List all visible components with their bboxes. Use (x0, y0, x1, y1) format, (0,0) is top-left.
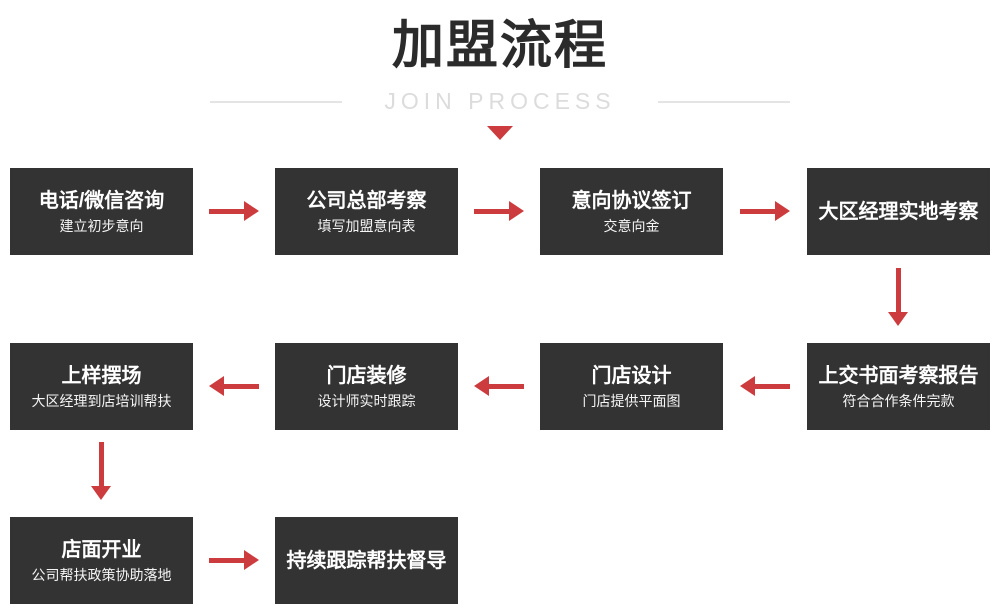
divider-line-right (657, 100, 790, 103)
arrow-right-icon (740, 201, 790, 221)
flow-step-5: 上交书面考察报告 符合合作条件完款 (807, 343, 990, 430)
flow-step-7: 门店装修 设计师实时跟踪 (275, 343, 458, 430)
step-title: 电话/微信咨询 (38, 189, 165, 212)
triangle-down-icon (487, 126, 513, 140)
arrow-right-icon (209, 201, 259, 221)
flow-step-10: 持续跟踪帮扶督导 (275, 517, 458, 604)
arrow-right-icon (474, 201, 524, 221)
step-title: 店面开业 (61, 538, 142, 561)
step-subtitle: 门店提供平面图 (582, 392, 681, 409)
flow-step-1: 电话/微信咨询 建立初步意向 (10, 168, 193, 255)
flow-step-8: 上样摆场 大区经理到店培训帮扶 (10, 343, 193, 430)
arrow-right-icon (209, 550, 259, 570)
page-title: 加盟流程 (391, 17, 608, 75)
flow-step-3: 意向协议签订 交意向金 (540, 168, 723, 255)
step-title: 门店设计 (591, 364, 672, 387)
step-title: 上交书面考察报告 (818, 364, 979, 387)
flow-step-9: 店面开业 公司帮扶政策协助落地 (10, 517, 193, 604)
step-title: 上样摆场 (61, 364, 142, 387)
step-subtitle: 交意向金 (603, 217, 660, 234)
flow-step-6: 门店设计 门店提供平面图 (540, 343, 723, 430)
step-subtitle: 设计师实时跟踪 (317, 392, 416, 409)
step-title: 大区经理实地考察 (818, 200, 979, 223)
step-title: 公司总部考察 (306, 189, 427, 212)
subtitle-row: JOIN PROCESS (0, 90, 1000, 113)
step-subtitle: 填写加盟意向表 (317, 217, 416, 234)
step-title: 意向协议签订 (571, 189, 692, 212)
step-title: 门店装修 (326, 364, 407, 387)
flow-step-2: 公司总部考察 填写加盟意向表 (275, 168, 458, 255)
arrow-left-icon (474, 376, 524, 396)
arrow-left-icon (740, 376, 790, 396)
step-title: 持续跟踪帮扶督导 (286, 549, 447, 572)
flow-step-4: 大区经理实地考察 (807, 168, 990, 255)
arrow-down-icon (91, 442, 111, 500)
page-subtitle: JOIN PROCESS (384, 88, 616, 114)
step-subtitle: 公司帮扶政策协助落地 (31, 566, 172, 583)
divider-line-left (210, 100, 343, 103)
step-subtitle: 大区经理到店培训帮扶 (31, 392, 172, 409)
step-subtitle: 符合合作条件完款 (842, 392, 955, 409)
arrow-left-icon (209, 376, 259, 396)
step-subtitle: 建立初步意向 (59, 217, 144, 234)
arrow-down-icon (888, 268, 908, 326)
